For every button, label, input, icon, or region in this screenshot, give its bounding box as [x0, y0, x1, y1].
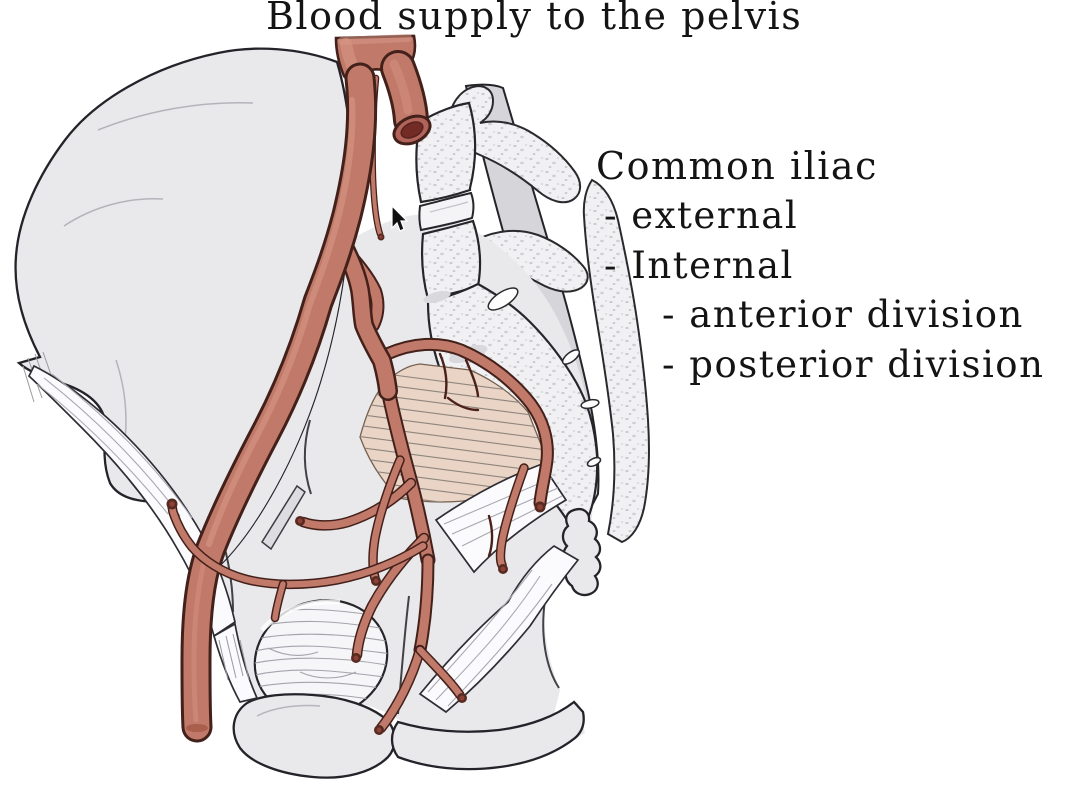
obturator-artery	[167, 501, 428, 623]
coccyx	[561, 508, 602, 597]
fascia-striations	[218, 633, 250, 681]
annotation-heading: Common iliac	[596, 144, 878, 188]
posterior-ilium-strip	[582, 178, 650, 544]
small-arterial-twigs	[438, 352, 494, 558]
sacral-foramina	[487, 287, 602, 468]
posterior-division-branches	[380, 337, 554, 570]
transverse-process-upper	[445, 85, 582, 204]
internal-iliac-artery	[332, 233, 398, 401]
intervertebral-disc	[418, 191, 475, 232]
obturator-nerve	[261, 484, 306, 551]
sacrotuberous-ligament	[418, 544, 580, 714]
annotation-item-internal: - Internal	[604, 243, 794, 287]
external-iliac-artery	[180, 62, 378, 743]
inguinal-ligament	[27, 364, 259, 703]
annotation-item-posterior-division: - posterior division	[662, 342, 1045, 386]
arrow-cursor-icon	[391, 204, 409, 232]
lumbar-vertebrae	[415, 101, 482, 301]
common-iliac-cut-end	[392, 114, 432, 146]
ischiopubic-ramus	[390, 700, 585, 771]
annotation-block: Common iliac - external - Internal - ant…	[596, 141, 1044, 389]
slide-title: Blood supply to the pelvis	[266, 0, 803, 38]
artery-cut-tips	[166, 233, 546, 735]
annotation-item-external: - external	[604, 194, 799, 237]
annotation-item-anterior-division: - anterior division	[662, 293, 1024, 336]
ischial-tuberosity	[232, 693, 396, 779]
